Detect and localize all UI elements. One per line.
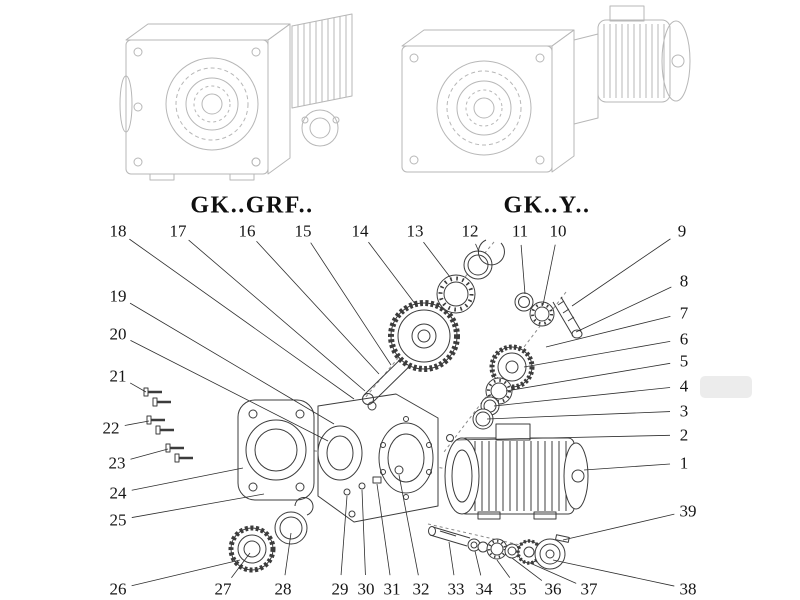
watermark-smudge <box>700 376 752 398</box>
part-fastening-screws <box>143 387 193 463</box>
leader-line-27 <box>231 552 251 579</box>
leader-line-36 <box>511 557 543 581</box>
leader-line-2 <box>455 434 671 441</box>
leader-line-1 <box>583 463 671 471</box>
assembled-unit-grf-drawing <box>119 13 353 181</box>
leader-line-37 <box>529 562 577 584</box>
leader-line-17 <box>188 239 366 392</box>
leader-line-26 <box>131 559 241 587</box>
leader-line-7 <box>545 315 671 348</box>
exploded-view-drawing <box>143 239 589 573</box>
leader-line-23 <box>130 448 169 460</box>
leader-line-9 <box>571 238 671 307</box>
part-lower-rings <box>228 497 314 573</box>
leader-lines <box>124 238 675 587</box>
part-output-shaft-assembly <box>428 526 570 570</box>
leader-line-14 <box>368 241 417 306</box>
leader-line-39 <box>562 513 675 541</box>
leader-line-24 <box>131 467 244 491</box>
part-upper-gearset <box>362 239 505 405</box>
leader-line-11 <box>520 244 526 295</box>
leader-line-4 <box>493 387 671 407</box>
leader-line-22 <box>124 420 150 426</box>
leader-line-3 <box>486 411 671 420</box>
part-motor <box>444 423 589 520</box>
leader-line-19 <box>129 302 335 425</box>
leader-line-12 <box>475 243 480 253</box>
assembled-unit-y-drawing <box>401 5 691 173</box>
leader-line-13 <box>423 241 451 278</box>
leader-line-6 <box>523 341 671 368</box>
leader-line-38 <box>552 559 675 587</box>
leader-line-31 <box>376 483 391 576</box>
leader-line-5 <box>505 362 671 392</box>
leader-line-32 <box>398 474 419 576</box>
part-small-fasteners <box>343 465 404 496</box>
leader-line-10 <box>542 244 556 306</box>
leader-line-29 <box>340 495 348 576</box>
leader-line-28 <box>284 532 292 576</box>
part-output-flange <box>237 399 315 501</box>
leader-line-35 <box>496 559 511 578</box>
leader-line-18 <box>129 238 355 400</box>
leader-line-30 <box>361 489 366 576</box>
leader-line-20 <box>130 339 329 442</box>
part-pinion-cascade <box>472 292 583 430</box>
leader-line-34 <box>474 550 482 576</box>
variant-label-grf: GK..GRF.. <box>190 192 314 219</box>
variant-label-y: GK..Y.. <box>503 192 591 219</box>
part-housing <box>317 393 439 523</box>
leader-line-8 <box>575 286 672 333</box>
leader-line-16 <box>256 241 380 375</box>
leader-line-15 <box>310 242 392 366</box>
leader-line-25 <box>131 493 265 518</box>
leader-line-21 <box>129 382 147 393</box>
leader-line-33 <box>448 541 455 576</box>
